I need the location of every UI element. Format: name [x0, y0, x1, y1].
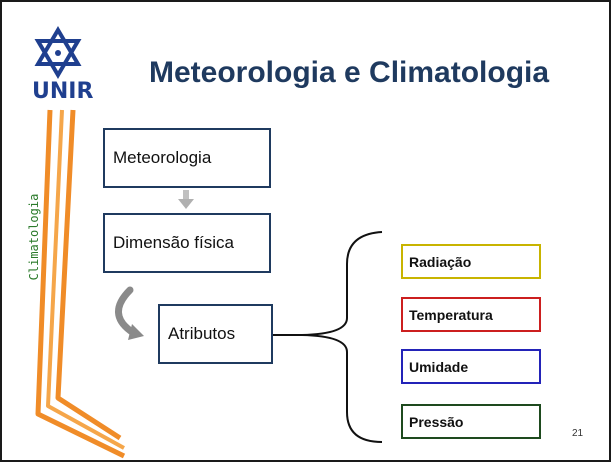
curly-brace	[301, 231, 383, 443]
meteorologia-label: Meteorologia	[113, 148, 212, 167]
umidade-label: Umidade	[409, 358, 469, 375]
side-label: Climatologia	[27, 193, 41, 281]
orange-stripe-inner	[55, 109, 122, 441]
meteorologia-box: Meteorologia	[103, 128, 271, 188]
down-arrow-icon	[178, 190, 194, 209]
temperatura-box: Temperatura	[401, 297, 541, 332]
radiacao-label: Radiação	[409, 253, 472, 270]
umidade-box: Umidade	[401, 349, 541, 384]
atributos-box: Atributos	[158, 304, 273, 364]
pressao-box: Pressão	[401, 404, 541, 439]
pressao-label: Pressão	[409, 413, 464, 430]
slide-title: Meteorologia e Climatologia	[149, 56, 550, 89]
unir-star-icon	[34, 26, 82, 79]
atributos-label: Atributos	[168, 324, 236, 343]
orange-stripe-outer	[35, 109, 126, 459]
radiacao-box: Radiação	[401, 244, 541, 279]
dimensao-fisica-box: Dimensão física	[103, 213, 271, 273]
orange-stripe-middle	[46, 109, 125, 450]
dimensao-fisica-label: Dimensão física	[113, 233, 234, 252]
temperatura-label: Temperatura	[409, 306, 493, 323]
page-number: 21	[572, 428, 584, 439]
unir-logo-text: UNIR	[32, 79, 94, 104]
curved-arrow-icon	[115, 286, 144, 340]
orange-stripes	[35, 109, 126, 459]
